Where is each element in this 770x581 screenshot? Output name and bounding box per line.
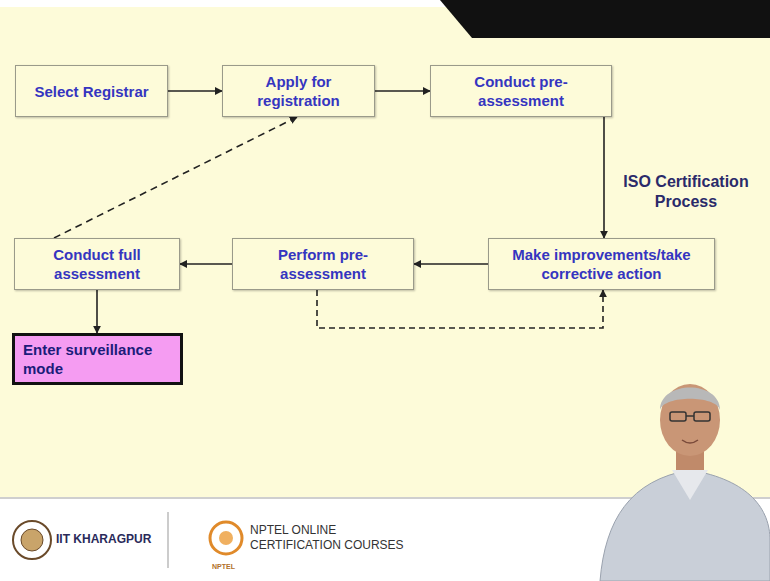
label-text: NPTEL (212, 562, 252, 571)
feedback-arrow (54, 117, 297, 238)
flow-arrow (375, 90, 430, 92)
node-text: Perform pre-assessment (241, 245, 405, 283)
iit-logo (13, 521, 51, 559)
process-box: Make improvements/take corrective action (488, 238, 715, 290)
process-box: Conduct pre-assessment (430, 65, 612, 117)
nptel-logo (210, 522, 242, 554)
logo-caption: NPTEL (212, 562, 252, 571)
node-text: Apply for registration (231, 72, 366, 110)
node-text: Conduct pre-assessment (439, 72, 603, 110)
flow-arrow (603, 117, 605, 238)
process-box: Perform pre-assessment (232, 238, 414, 290)
process-box: Select Registrar (15, 65, 168, 117)
flow-arrow (96, 290, 98, 333)
terminal-box: Enter surveillance mode (12, 333, 183, 385)
node-text: Conduct full assessment (23, 245, 171, 283)
diagram-title-note: ISO Certification Process (610, 172, 762, 212)
feedback-arrow (317, 290, 603, 328)
node-text: Select Registrar (34, 82, 148, 101)
presenter-photo (600, 384, 770, 581)
institute-name: IIT KHARAGPUR (56, 532, 164, 547)
label-text: NPTEL ONLINE CERTIFICATION COURSES (250, 523, 410, 553)
flow-arrow (180, 263, 232, 265)
process-box: Apply for registration (222, 65, 375, 117)
flow-arrow (414, 263, 488, 265)
course-name: NPTEL ONLINE CERTIFICATION COURSES (250, 523, 410, 553)
header-band (440, 0, 770, 38)
label-text: IIT KHARAGPUR (56, 532, 164, 547)
node-text: Make improvements/take corrective action (497, 245, 706, 283)
process-box: Conduct full assessment (14, 238, 180, 290)
footer-divider (168, 512, 169, 568)
node-text: Enter surveillance mode (23, 340, 172, 378)
flow-arrow (168, 90, 222, 92)
label-text: ISO Certification Process (610, 172, 762, 212)
